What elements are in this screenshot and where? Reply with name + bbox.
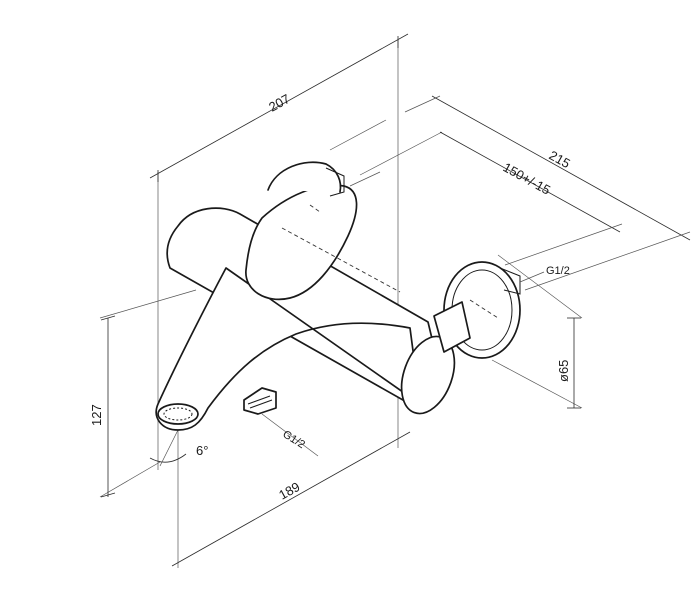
dimension-150: 150+/-15	[439, 131, 623, 266]
dimension-127: 127	[89, 289, 197, 498]
thread-label-inlet: G1/2	[546, 265, 570, 277]
dim-215-label: 215	[547, 148, 573, 172]
construction-lines	[329, 119, 387, 187]
right-escutcheon	[433, 261, 521, 359]
thread-callout-inlet: G1/2	[519, 265, 570, 283]
dim-189-label: 189	[276, 479, 302, 503]
dim-127-label: 127	[89, 404, 104, 426]
faucet-body	[155, 161, 456, 431]
dimension-189: 189	[171, 428, 411, 568]
dim-65-label: ø65	[556, 360, 571, 382]
angle-6deg: 6°	[149, 429, 208, 467]
dimension-215: 215	[359, 95, 691, 291]
dim-150-label: 150+/-15	[501, 160, 553, 198]
thread-label-outlet: G1/2	[280, 428, 307, 451]
bottom-outlet	[243, 387, 277, 415]
thread-callout-outlet: G1/2	[261, 413, 319, 457]
dimension-65: ø65	[491, 254, 583, 409]
angle-6-label: 6°	[196, 443, 208, 458]
